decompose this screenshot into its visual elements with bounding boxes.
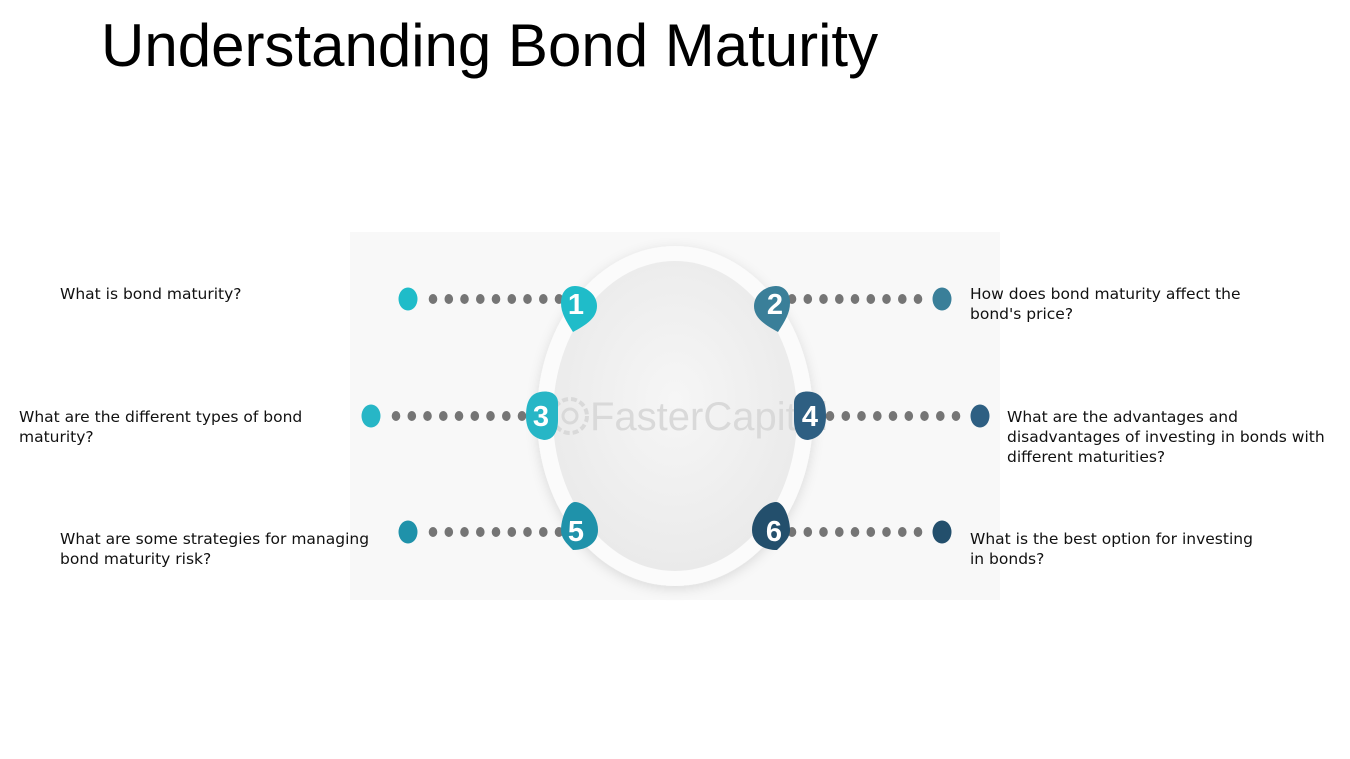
connector-dot xyxy=(936,411,945,421)
connector-dot xyxy=(841,411,851,421)
marker-2: 2 xyxy=(754,286,790,332)
connector-dot xyxy=(439,411,448,421)
question-1: What is bond maturity? xyxy=(60,285,242,303)
marker-number-6: 6 xyxy=(766,516,782,548)
question-3: What are the different types of bond mat… xyxy=(19,408,303,446)
connector-5 xyxy=(398,520,564,544)
marker-number-3: 3 xyxy=(533,401,549,433)
question-4: What are the advantages and disadvantage… xyxy=(1007,408,1325,466)
connector-dot xyxy=(460,294,469,304)
gear-icon xyxy=(551,397,589,435)
connector-dot xyxy=(913,527,923,537)
question-2: How does bond maturity affect the bond's… xyxy=(970,285,1241,323)
connector-dot xyxy=(444,294,454,304)
connector-dot xyxy=(523,527,532,537)
connector-dot xyxy=(502,411,511,421)
connector-dot xyxy=(825,411,835,421)
connector-3 xyxy=(361,404,527,428)
connector-dot xyxy=(476,527,485,537)
connector-dot xyxy=(882,527,891,537)
connector-end-cap xyxy=(932,520,952,544)
connector-dot xyxy=(803,527,813,537)
connector-dot xyxy=(523,294,532,304)
connector-end-cap xyxy=(398,520,418,544)
connector-dot xyxy=(857,411,866,421)
marker-number-1: 1 xyxy=(568,289,584,321)
connector-dot xyxy=(819,294,828,304)
marker-number-2: 2 xyxy=(767,289,783,321)
question-5: What are some strategies for managing bo… xyxy=(60,530,370,568)
connector-dot xyxy=(486,411,495,421)
watermark: FasterCapital xyxy=(551,395,828,439)
connector-dot xyxy=(835,527,844,537)
connector-dot xyxy=(866,527,876,537)
connector-dot xyxy=(391,411,401,421)
marker-4: 4 xyxy=(794,391,826,440)
watermark-text: FasterCapital xyxy=(590,395,828,439)
connector-dot xyxy=(460,527,469,537)
connector-dot xyxy=(454,411,464,421)
inner-oval xyxy=(553,261,797,571)
connector-dot xyxy=(428,527,438,537)
connector-dot xyxy=(920,411,929,421)
connector-dot xyxy=(898,294,907,304)
connector-dot xyxy=(835,294,844,304)
connector-dot xyxy=(539,527,548,537)
connector-dot xyxy=(951,411,961,421)
connector-end-cap xyxy=(932,287,952,311)
connector-1 xyxy=(398,287,564,311)
connector-dot xyxy=(850,527,860,537)
question-6: What is the best option for investing in… xyxy=(970,530,1253,568)
connector-end-cap xyxy=(398,287,418,311)
connector-dot xyxy=(407,411,417,421)
connector-dot xyxy=(803,294,813,304)
connector-dot xyxy=(819,527,828,537)
connector-dot xyxy=(866,294,876,304)
connector-4 xyxy=(825,404,990,428)
connector-dot xyxy=(539,294,548,304)
connector-dot xyxy=(850,294,860,304)
connector-dot xyxy=(444,527,454,537)
connector-dot xyxy=(898,527,907,537)
connector-6 xyxy=(787,520,952,544)
connector-dot xyxy=(428,294,438,304)
connector-dot xyxy=(470,411,480,421)
connector-dot xyxy=(517,411,527,421)
connector-dot xyxy=(507,527,517,537)
marker-1: 1 xyxy=(561,286,597,332)
connector-end-cap xyxy=(970,404,990,428)
connector-dot xyxy=(882,294,891,304)
marker-number-4: 4 xyxy=(802,401,818,433)
connector-dot xyxy=(913,294,923,304)
marker-3: 3 xyxy=(526,391,558,440)
marker-5: 5 xyxy=(561,502,598,550)
connector-dot xyxy=(476,294,485,304)
connector-dot xyxy=(491,527,501,537)
marker-number-5: 5 xyxy=(568,516,584,548)
connector-end-cap xyxy=(361,404,381,428)
page-title: Understanding Bond Maturity xyxy=(101,12,879,79)
connector-dot xyxy=(491,294,501,304)
connector-2 xyxy=(787,287,952,311)
marker-6: 6 xyxy=(752,502,790,550)
connector-dot xyxy=(904,411,914,421)
connector-dot xyxy=(888,411,898,421)
connector-dot xyxy=(507,294,517,304)
connector-dot xyxy=(873,411,882,421)
connector-dot xyxy=(423,411,432,421)
